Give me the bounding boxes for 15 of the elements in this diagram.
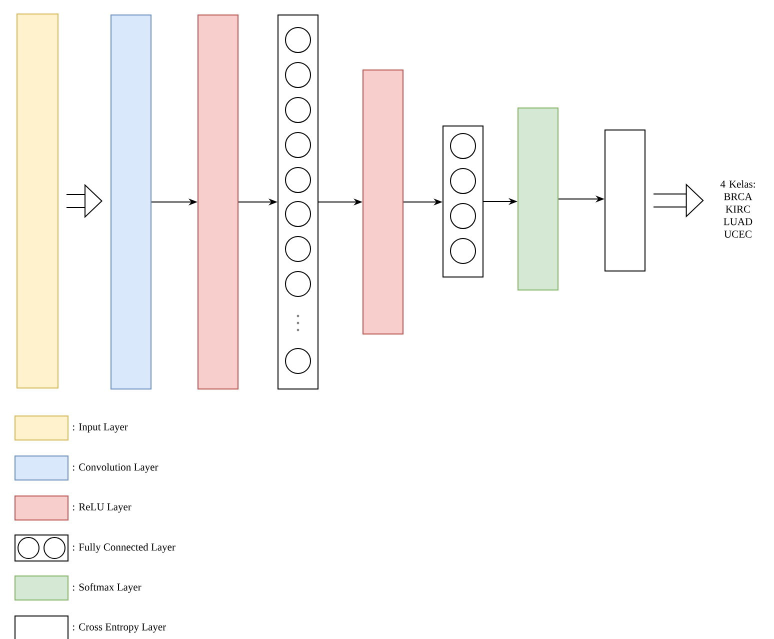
legend-item: : Convolution Layer bbox=[14, 456, 158, 480]
output-layer-box bbox=[604, 130, 646, 272]
layer-bar bbox=[362, 70, 404, 334]
neuron-layer bbox=[278, 14, 318, 390]
legend-item: : ReLU Layer bbox=[14, 496, 132, 520]
neuron-layer bbox=[442, 126, 484, 278]
layer-bar bbox=[518, 108, 558, 290]
output-classes-text: 4 Kelas: BRCA KIRC LUAD UCEC bbox=[720, 180, 755, 238]
legend-item: : Cross Entropy Layer bbox=[14, 616, 166, 639]
legend-item: : Fully Connected Layer bbox=[14, 534, 176, 562]
layer-bar bbox=[16, 14, 58, 388]
legend-item: : Input Layer bbox=[14, 416, 128, 440]
legend-item: : Softmax Layer bbox=[14, 576, 142, 600]
layer-bar bbox=[198, 14, 238, 390]
layer-bar bbox=[110, 14, 152, 390]
